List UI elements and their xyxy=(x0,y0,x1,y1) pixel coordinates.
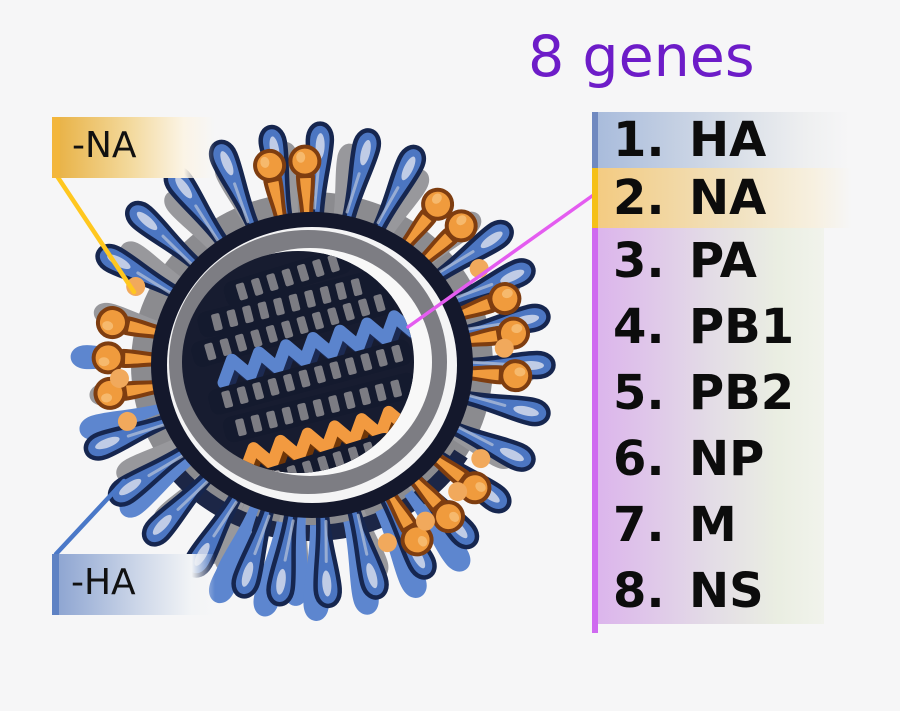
gene-number: 4. xyxy=(613,299,665,355)
gene-list: 1. HA 2. NA 3. PA 4. PB1 5. PB2 6. NP xyxy=(592,112,852,633)
ha-callout-line xyxy=(53,478,127,557)
gene-list-row: 7. M xyxy=(598,492,824,558)
ha-callout-text: -HA xyxy=(71,562,136,603)
gene-name: M xyxy=(689,497,737,553)
gene-list-row: 5. PB2 xyxy=(598,360,824,426)
rna-segment-helix-blue xyxy=(217,310,414,394)
gene-number: 8. xyxy=(613,563,665,619)
rna-segment xyxy=(191,288,395,367)
gene-name: HA xyxy=(689,112,767,168)
gene-list-row: 6. NP xyxy=(598,426,824,492)
callout-lines xyxy=(53,173,594,557)
rna-segment xyxy=(197,271,380,338)
gene-name: NA xyxy=(689,170,767,226)
gene-list-rest: 3. PA 4. PB1 5. PB2 6. NP 7. M 8. NS xyxy=(592,228,824,633)
gene-number: 3. xyxy=(613,233,665,289)
gene-number: 1. xyxy=(613,112,665,168)
rna-segments xyxy=(191,251,414,473)
gene-number: 6. xyxy=(613,431,665,487)
gene-number: 5. xyxy=(613,365,665,421)
ha-callout-label: -HA xyxy=(52,554,215,615)
gene-name: PB2 xyxy=(689,365,795,421)
gene-number: 2. xyxy=(613,170,665,226)
gene-number: 7. xyxy=(613,497,665,553)
rna-segment xyxy=(223,251,352,307)
gene-list-row: 4. PB1 xyxy=(598,294,824,360)
page-title: 8 genes xyxy=(528,24,755,90)
gene-name: PB1 xyxy=(689,299,795,355)
rna-segment xyxy=(222,372,414,443)
gene-name: NP xyxy=(689,431,765,487)
gene-list-row-na: 2. NA xyxy=(592,168,852,228)
na-callout-text: -NA xyxy=(72,125,137,166)
gene-segment-connector-line xyxy=(406,194,594,329)
gene-list-row-ha: 1. HA xyxy=(592,112,850,168)
rna-segment xyxy=(258,432,396,473)
na-callout-label: -NA xyxy=(52,117,215,178)
gene-list-row: 3. PA xyxy=(598,228,824,294)
gene-name: NS xyxy=(689,563,764,619)
gene-name: PA xyxy=(689,233,757,289)
rna-segment xyxy=(208,339,412,415)
na-callout-line xyxy=(54,173,137,295)
gene-list-row: 8. NS xyxy=(598,558,824,624)
